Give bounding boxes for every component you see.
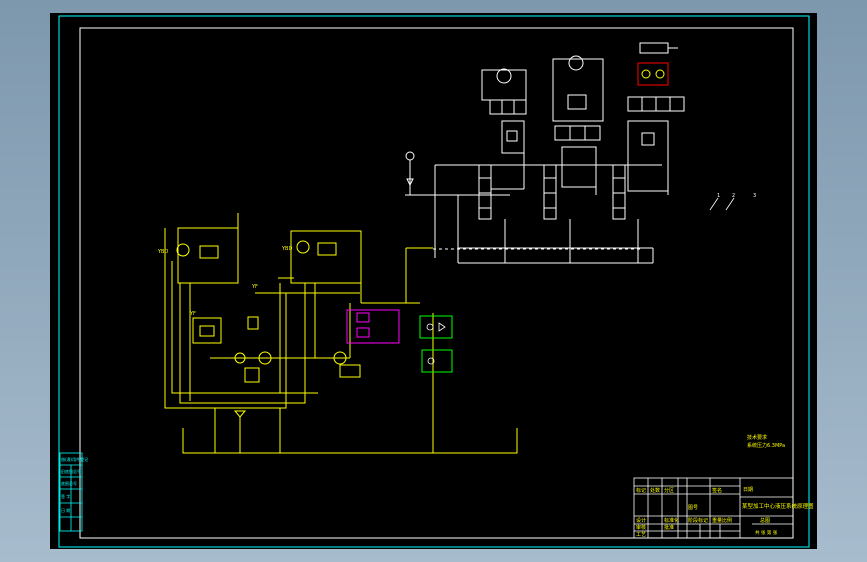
strip-cell-1: 借(通)用件登记 xyxy=(61,456,88,462)
tb-standard: 标准化 xyxy=(664,517,679,524)
pressure-motor-icon xyxy=(568,55,584,71)
pump-left-label: YBD xyxy=(157,249,168,255)
filter-module-1 xyxy=(419,315,453,339)
highlight-frame xyxy=(637,62,669,86)
drawing-sheet: 借(通)用件登记 旧底图总号 底图总号 签 字 日 期 标记 处数 分区 签名 … xyxy=(50,13,817,549)
tb-design: 设计 xyxy=(636,517,646,524)
pump-unit-left xyxy=(177,227,239,284)
actuator-1-frame xyxy=(481,69,527,101)
filter-module-2 xyxy=(421,349,453,373)
relief-valve-block xyxy=(192,317,222,344)
strip-cell-2: 旧底图总号 xyxy=(61,468,81,474)
cartridge-1 xyxy=(478,164,492,220)
pipe-labels xyxy=(709,197,735,211)
hydraulic-motor-icon xyxy=(496,68,512,84)
pump-left-icon xyxy=(176,243,190,257)
strip-cell-5: 日 期 xyxy=(61,507,70,513)
tb-zone: 分区 xyxy=(664,487,674,494)
hydraulic-schematic: 借(通)用件登记 旧底图总号 底图总号 签 字 日 期 标记 处数 分区 签名 … xyxy=(58,15,814,548)
left-registration-strip xyxy=(59,452,83,532)
cartridge-3 xyxy=(612,164,626,220)
strip-cell-4: 签 字 xyxy=(61,493,70,499)
tb-sheet: 共 张 第 张 xyxy=(755,529,778,536)
arrow-icon xyxy=(438,322,446,332)
actuator-2-frame xyxy=(552,58,604,122)
outer-border xyxy=(58,15,810,548)
node-c-label: 3 xyxy=(753,193,756,199)
pump-station xyxy=(164,213,518,454)
actuator-circuit xyxy=(405,42,685,264)
inner-border xyxy=(79,27,794,539)
tb-date: 日期 xyxy=(743,487,753,493)
cylinder-icon xyxy=(639,42,669,54)
tb-check: 审核 xyxy=(636,524,646,531)
valve-2-lower xyxy=(561,146,597,188)
node-b-label: 2 xyxy=(732,193,735,199)
pump-unit-right xyxy=(290,230,362,284)
tb-drawing-no: 总图 xyxy=(760,517,770,524)
tb-approve: 批准 xyxy=(664,524,674,531)
check-valve-block xyxy=(339,364,361,378)
pump-right-icon xyxy=(296,240,310,254)
note-text: 系统压力6.3MPa xyxy=(747,442,785,449)
tb-count: 处数 xyxy=(650,487,660,494)
valve-mid-label: YF xyxy=(251,284,258,290)
valve-2-body xyxy=(554,125,601,141)
title-block xyxy=(633,477,794,539)
node-a-label: 1 xyxy=(717,193,720,199)
tb-drawing-name: 某型加工中心液压系统原理图 xyxy=(742,502,814,510)
cartridge-2 xyxy=(543,164,557,220)
filter-modules xyxy=(419,315,453,373)
tb-stage: 阶段标记 xyxy=(688,517,708,524)
tb-mark: 标记 xyxy=(636,487,646,494)
solenoid-icon xyxy=(641,69,651,79)
tb-scale: 比例 xyxy=(722,517,732,524)
filter-element-icon xyxy=(426,323,434,331)
valve-3-lower xyxy=(627,120,669,192)
valve-left-label: YF xyxy=(189,311,196,317)
oil-tank xyxy=(182,428,518,454)
pump-right-label: YBD xyxy=(281,246,292,252)
valve-1-lower xyxy=(501,120,525,154)
accumulator-block xyxy=(346,309,400,344)
valve-1-body xyxy=(489,99,527,115)
solenoid-icon xyxy=(655,69,665,79)
tb-sign: 签名 xyxy=(712,487,722,494)
note-title: 技术要求 xyxy=(747,434,767,441)
tb-company: 图号 xyxy=(688,505,698,511)
pressure-gauge-icon xyxy=(405,151,415,161)
filter-element-icon xyxy=(427,357,435,365)
tb-weight: 重量 xyxy=(712,517,722,524)
tb-process: 工艺 xyxy=(636,532,646,538)
strip-cell-3: 底图总号 xyxy=(61,480,77,486)
